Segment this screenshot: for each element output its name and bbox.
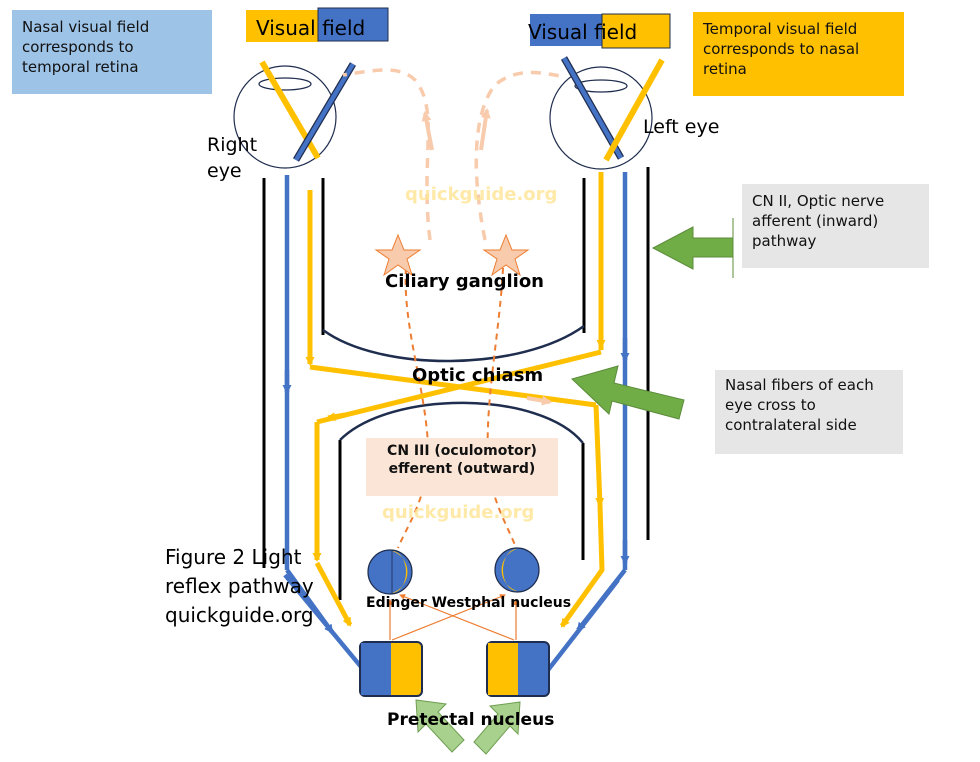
visual-field-tabs-left [530, 13, 671, 49]
nasal-visual-field-text: Nasal visual field corresponds to tempor… [22, 18, 150, 76]
chiasm-arrow [571, 365, 685, 420]
pretectal-arrow-left [473, 701, 521, 755]
visual-field-label-left: Visual field [528, 20, 638, 44]
right-eye-label: Right eye [207, 134, 258, 182]
ciliary-ganglion-star-left [482, 233, 530, 277]
figure-caption: Figure 2 Light reflex pathway quickguide… [165, 545, 314, 627]
ew-pretectal-connections [387, 594, 519, 641]
edinger-westphal-label: Edinger Westphal nucleus [366, 595, 572, 611]
cn2-arrow [651, 218, 734, 278]
temporal-visual-field-text: Temporal visual field corresponds to nas… [703, 20, 860, 78]
chiasm-curves [322, 324, 585, 444]
cn2-note: CN II, Optic nerve afferent (inward) pat… [742, 184, 929, 268]
nasal-fibers-text: Nasal fibers of each eye cross to contra… [725, 376, 874, 434]
temporal-visual-field-note: Temporal visual field corresponds to nas… [693, 12, 904, 96]
optic-chiasm-label: Optic chiasm [412, 365, 544, 386]
pretectal-nucleus-label: Pretectal nucleus [387, 710, 555, 730]
visual-field-tabs-right [246, 7, 389, 42]
right-eye [233, 60, 357, 169]
pretectal-arrow-right [415, 699, 465, 753]
blue-uncrossed-fibers [282, 172, 630, 672]
nasal-fibers-note: Nasal fibers of each eye cross to contra… [715, 370, 903, 454]
cn3-text: CN III (oculomotor) efferent (outward) [387, 443, 537, 478]
pretectal-nucleus-right [359, 641, 423, 697]
nasal-visual-field-note: Nasal visual field corresponds to tempor… [12, 10, 212, 94]
ciliary-ganglion-label: Ciliary ganglion [385, 271, 544, 292]
watermark-bottom: quickguide.org [382, 502, 535, 523]
cn2-text: CN II, Optic nerve afferent (inward) pat… [752, 192, 885, 250]
left-eye-label: Left eye [643, 116, 720, 138]
optic-tract-outlines [262, 167, 650, 600]
visual-field-label-right: Visual field [256, 16, 366, 40]
cn3-note: CN III (oculomotor) efferent (outward) [366, 438, 558, 496]
ciliary-ganglion-star-right [374, 233, 422, 277]
watermark-top: quickguide.org [405, 184, 558, 205]
efferent-arc-right [342, 68, 432, 241]
efferent-arc-left [474, 70, 561, 241]
pretectal-nucleus-left [486, 641, 550, 697]
edinger-westphal-nucleus-right [367, 549, 413, 595]
left-eye [549, 56, 665, 170]
edinger-westphal-nucleus-left [494, 547, 540, 593]
yellow-fibers [305, 172, 606, 628]
